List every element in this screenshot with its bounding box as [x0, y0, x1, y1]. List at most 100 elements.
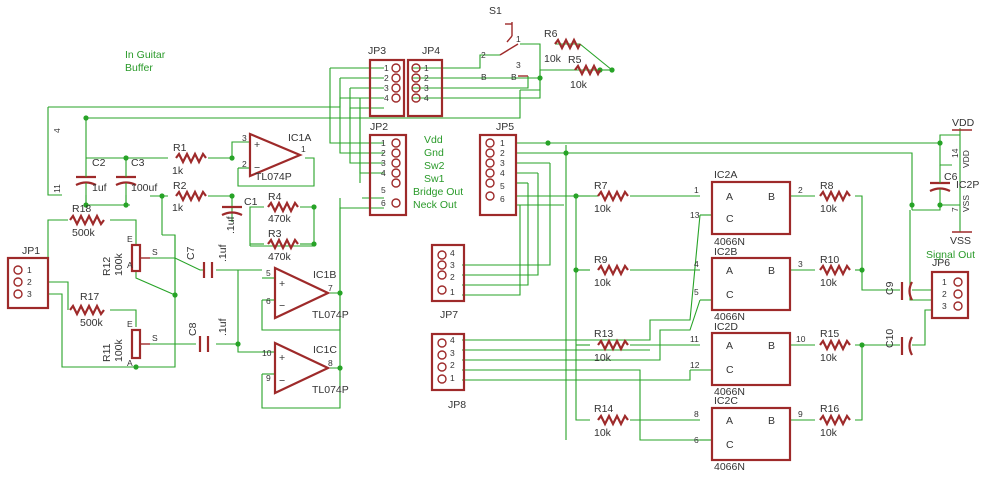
ic2a-a: A: [726, 191, 733, 203]
ic1b-pin-7: 7: [328, 283, 333, 293]
resistor-r1: [175, 151, 207, 165]
vdd-pin-name: VDD: [961, 150, 971, 168]
r8-value: 10k: [820, 203, 838, 215]
jp7-pin-2: 2: [450, 272, 455, 282]
ic2a-pin-2: 2: [798, 185, 803, 195]
resistor-r9: [597, 263, 629, 277]
jp7-label: JP7: [440, 309, 458, 321]
jp2-signal-sw2: Sw2: [424, 160, 445, 172]
ic1c-part: TL074P: [312, 384, 349, 396]
ic2c-pin-8: 8: [694, 409, 699, 419]
jp7-pin-4: 4: [450, 248, 455, 258]
resistor-r5: [574, 63, 601, 77]
resistor-r10: [819, 263, 851, 277]
resistor-r17: [69, 303, 105, 317]
jp2-signal-sw1: Sw1: [424, 173, 445, 185]
resistor-r14: [597, 413, 629, 427]
jp2-signal-vdd: Vdd: [424, 134, 443, 146]
r7-name: R7: [594, 180, 608, 192]
ic1b-minus: −: [279, 300, 285, 312]
opamp-pin-11: 11: [52, 184, 62, 193]
ic2a-pin-13: 13: [690, 210, 700, 220]
r7-value: 10k: [594, 203, 612, 215]
ic2d-pin-10: 10: [796, 334, 806, 344]
jp3-pin-2: 2: [384, 73, 389, 83]
jp6-pin-1: 1: [942, 277, 947, 287]
r11-a: A: [127, 358, 133, 368]
c2-value: 1uf: [92, 182, 107, 194]
r6-value: 10k: [544, 53, 562, 65]
jp6-pin-3: 3: [942, 301, 947, 311]
opamp-ic1b: + − 5 6 7 IC1B TL074P: [266, 266, 349, 321]
power-labels: VDD VSS IC2P 14 VDD 7 VSS 4 11: [52, 117, 979, 247]
jp8-pin-4: 4: [450, 335, 455, 345]
r13-name: R13: [594, 328, 613, 340]
jp5-pin-5: 5: [500, 181, 505, 191]
r8-name: R8: [820, 180, 834, 192]
header-jp8: 4 3 2 1 JP8: [430, 332, 466, 411]
vss-pin-name: VSS: [961, 195, 971, 212]
title-line-2: Buffer: [125, 62, 153, 74]
r11-name: R11: [101, 343, 113, 362]
ic1a-pin-3: 3: [242, 133, 247, 143]
signal-out-label: Signal Out: [926, 249, 975, 261]
pot-r11: E A S R11 100k: [101, 319, 158, 368]
r11-value: 100k: [113, 338, 125, 362]
ic2c-a: A: [726, 415, 733, 427]
ic1c-plus: +: [279, 352, 285, 364]
ic2c-pin-6: 6: [694, 435, 699, 445]
opamp-ic1c: + − 10 9 8 IC1C TL074P: [262, 341, 349, 396]
header-jp4: 1 2 3 4 JP4: [406, 45, 444, 118]
r11-e: E: [127, 319, 133, 329]
jp7-pin-1: 1: [450, 287, 455, 297]
jp2-pin-4: 4: [381, 168, 386, 178]
ic2c-b: B: [768, 415, 775, 427]
jp3-label: JP3: [368, 45, 386, 57]
c2-name: C2: [92, 157, 106, 169]
r15-value: 10k: [820, 352, 838, 364]
jp8-pin-1: 1: [450, 373, 455, 383]
ic2c-part: 4066N: [714, 461, 745, 473]
ic1a-part: TL074P: [255, 171, 292, 183]
r10-value: 10k: [820, 277, 838, 289]
ic1a-name: IC1A: [288, 132, 311, 144]
r16-name: R16: [820, 403, 839, 415]
r6-name: R6: [544, 28, 558, 40]
vdd-pin-14: 14: [950, 148, 960, 158]
r2-name: R2: [173, 180, 187, 192]
c7-value: .1uf: [217, 244, 229, 262]
r12-e: E: [127, 234, 133, 244]
ic1c-pin-9: 9: [266, 373, 271, 383]
ic1a-minus: −: [254, 162, 260, 174]
ic1b-plus: +: [279, 278, 285, 290]
ic1c-pin-10: 10: [262, 348, 272, 358]
resistor-r3: [267, 237, 299, 251]
vdd-label: VDD: [952, 117, 975, 129]
r2-value: 1k: [172, 202, 184, 214]
jp5-pin-3: 3: [500, 158, 505, 168]
jp5-pin-6: 6: [500, 194, 505, 204]
jp8-pin-3: 3: [450, 348, 455, 358]
c10-name: C10: [884, 329, 896, 348]
r14-value: 10k: [594, 427, 612, 439]
jp4-pin-1: 1: [424, 63, 429, 73]
ic2d-name: IC2D: [714, 321, 738, 333]
ic1c-pin-8: 8: [328, 358, 333, 368]
s1-label: S1: [489, 5, 502, 17]
r4-name: R4: [268, 191, 282, 203]
jp3-pin-3: 3: [384, 83, 389, 93]
r16-value: 10k: [820, 427, 838, 439]
ic2c-name: IC2C: [714, 395, 738, 407]
pot-r12: E A S R12 100k: [101, 234, 158, 276]
jp2-pin-2: 2: [381, 148, 386, 158]
jp1-pin-3: 3: [27, 289, 32, 299]
header-jp7: 4 3 2 1 JP7: [430, 243, 466, 321]
c9-name: C9: [884, 281, 896, 295]
jp2-pin-1: 1: [381, 138, 386, 148]
ic1b-pin-5: 5: [266, 268, 271, 278]
r14-name: R14: [594, 403, 613, 415]
jp2-signal-gnd: Gnd: [424, 147, 444, 159]
ic2b-b: B: [768, 265, 775, 277]
r12-value: 100k: [113, 252, 125, 276]
resistor-r18: [69, 213, 105, 227]
